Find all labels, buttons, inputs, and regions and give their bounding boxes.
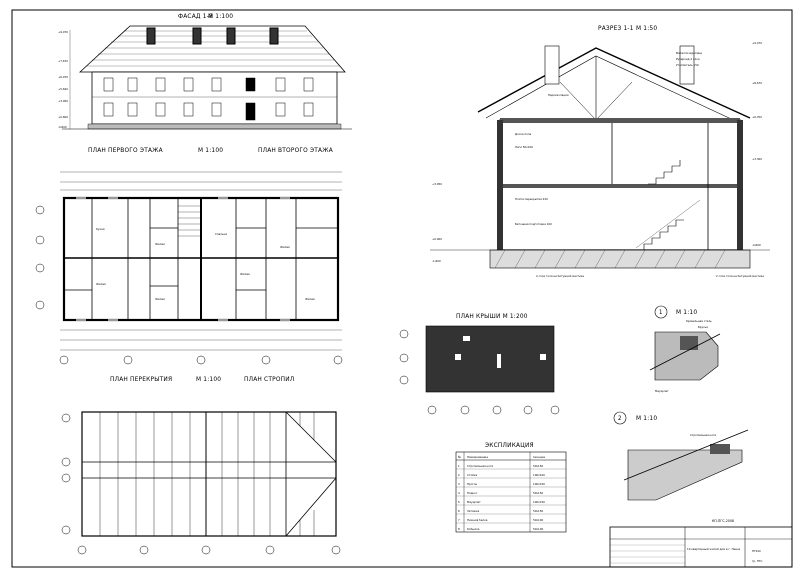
spec-cell: 4 xyxy=(458,491,460,495)
facade-scale: М 1:100 xyxy=(208,12,233,20)
stamp-group: гр. ПГС xyxy=(752,559,763,563)
stamp-title: 10 квартирный жилой дом в г. Пенза xyxy=(687,547,740,551)
spec-cell: 5 xyxy=(458,500,460,504)
svg-text:2: 2 xyxy=(618,415,621,422)
layer-label: Доска пола xyxy=(515,132,532,136)
spec-title: ЭКСПЛИКАЦИЯ xyxy=(485,441,534,449)
spec-cell: Прогон xyxy=(467,482,477,486)
facade-title: ФАСАД 1-8 xyxy=(178,12,213,20)
sheet-frame xyxy=(11,9,793,568)
room-label: Спальня xyxy=(215,232,227,236)
svg-text:1: 1 xyxy=(659,309,662,316)
spec-cell: 7 xyxy=(458,518,460,522)
spec-header: Наименование xyxy=(467,455,488,459)
section-title: РАЗРЕЗ 1-1 xyxy=(598,24,634,32)
room-label: Кухня xyxy=(96,227,105,231)
spec-cell: 1 xyxy=(458,464,460,468)
room-label: Жилая xyxy=(240,272,250,276)
node-label: Стропильная нога xyxy=(690,433,716,437)
node-label: Мауэрлат xyxy=(655,389,669,393)
spec-cell: 6 xyxy=(458,509,460,513)
section-level: -1,600 xyxy=(432,259,441,263)
title-block: КП-ПГС-2008 10 квартирный жилой дом в г.… xyxy=(609,519,793,568)
facade-level: +6,070 xyxy=(58,75,68,79)
spec-table: ЭКСПЛИКАЦИЯ № Наименование Сечение 1 Стропил… xyxy=(455,441,567,533)
room-label: Жилая xyxy=(280,245,290,249)
node2-scale: М 1:10 xyxy=(636,414,657,422)
spec-cell: Нижняя балка xyxy=(467,518,488,522)
section-level: -0,600 xyxy=(752,243,761,247)
stamp-code: КП-ПГС-2008 xyxy=(712,519,734,523)
spec-cell: Подкос xyxy=(467,491,478,495)
spec-cell: 50х150 xyxy=(533,509,543,513)
plan2-title: ПЛАН ВТОРОГО ЭТАЖА xyxy=(258,146,333,154)
overlap-scale: М 1:100 xyxy=(196,375,221,383)
floor-plans: ПЛАН ПЕРВОГО ЭТАЖА М 1:100 ПЛАН ВТОРОГО … xyxy=(35,146,343,365)
section-level: +3,050 xyxy=(432,182,442,186)
section-level: +0,000 xyxy=(432,237,442,241)
section-level: +8,670 xyxy=(752,81,762,85)
spec-header: № xyxy=(458,455,461,459)
spec-cell: Стропильная нога xyxy=(467,464,493,468)
section-level: +6,700 xyxy=(752,115,762,119)
layer-label: Металлочерепица xyxy=(676,51,702,55)
node1-scale: М 1:10 xyxy=(676,308,697,316)
spec-header: Сечение xyxy=(533,455,545,459)
facade-level: -0,600 xyxy=(58,125,67,129)
spec-cell: 3 xyxy=(458,482,460,486)
section-level: +9,470 xyxy=(752,41,762,45)
plan-scale: М 1:100 xyxy=(198,146,223,154)
stamp-org: ПГУАС xyxy=(752,549,761,553)
spec-cell: 50х150 xyxy=(533,491,543,495)
roof-title: ПЛАН КРЫШИ М 1:200 xyxy=(456,312,528,320)
room-label: Жилая xyxy=(305,297,315,301)
facade-level: +0,600 xyxy=(58,115,68,119)
layer-label: Плита перекрытия 220 xyxy=(515,197,548,201)
room-label: Жилая xyxy=(155,297,165,301)
overlap-rafter-plans: ПЛАН ПЕРЕКРЫТИЯ М 1:100 ПЛАН СТРОПИЛ xyxy=(61,375,341,555)
spec-cell: 50х100 xyxy=(533,527,543,531)
facade-level: +3,050 xyxy=(58,99,68,103)
spec-cell: 8 xyxy=(458,527,460,531)
spec-cell: Кобылка xyxy=(467,527,480,531)
node-label: Кровельная сталь xyxy=(686,319,712,323)
facade-level: +7,670 xyxy=(58,59,68,63)
spec-cell: Затяжка xyxy=(467,509,480,513)
spec-cell: Стойка xyxy=(467,473,477,477)
spec-cell: 2 xyxy=(458,473,460,477)
spec-cell: 50х150 xyxy=(533,464,543,468)
facade-level: +9,070 xyxy=(58,30,68,34)
layer-label: Утеплитель 150 xyxy=(676,63,699,67)
section-scale: М 1:50 xyxy=(636,24,657,32)
section-note: 2 слоя толя на битумной мастике xyxy=(716,274,764,278)
node-label: Брусья xyxy=(698,325,708,329)
rafters-title: ПЛАН СТРОПИЛ xyxy=(244,375,294,383)
section-level: +3,300 xyxy=(752,157,762,161)
roof-plan: ПЛАН КРЫШИ М 1:200 xyxy=(399,312,560,415)
section-note: 2 слоя толя на битумной мастике xyxy=(536,274,584,278)
spec-cell: 100х150 xyxy=(533,482,545,486)
room-label: Жилая xyxy=(155,242,165,246)
facade-level: +5,620 xyxy=(58,87,68,91)
layer-label: Пароизоляция xyxy=(548,93,569,97)
detail-nodes: 1 М 1:10 Кровельная сталь Брусья Мауэрла… xyxy=(613,305,749,501)
facade-view: ФАСАД 1-8 М 1:100 +9,070 xyxy=(58,12,352,130)
spec-cell: 50х100 xyxy=(533,518,543,522)
layer-label: Лаги 50х100 xyxy=(515,145,533,149)
spec-cell: 100х100 xyxy=(533,473,545,477)
spec-cell: 100х150 xyxy=(533,500,545,504)
layer-label: Бетонная подготовка 100 xyxy=(515,222,552,226)
overlap-title: ПЛАН ПЕРЕКРЫТИЯ xyxy=(110,375,172,383)
layer-label: Рубероид 2 слоя xyxy=(676,57,700,61)
room-label: Жилая xyxy=(96,282,106,286)
section-view: РАЗРЕЗ 1-1 М 1:50 xyxy=(430,24,770,278)
spec-cell: Мауэрлат xyxy=(467,500,481,504)
plan1-title: ПЛАН ПЕРВОГО ЭТАЖА xyxy=(88,146,163,154)
